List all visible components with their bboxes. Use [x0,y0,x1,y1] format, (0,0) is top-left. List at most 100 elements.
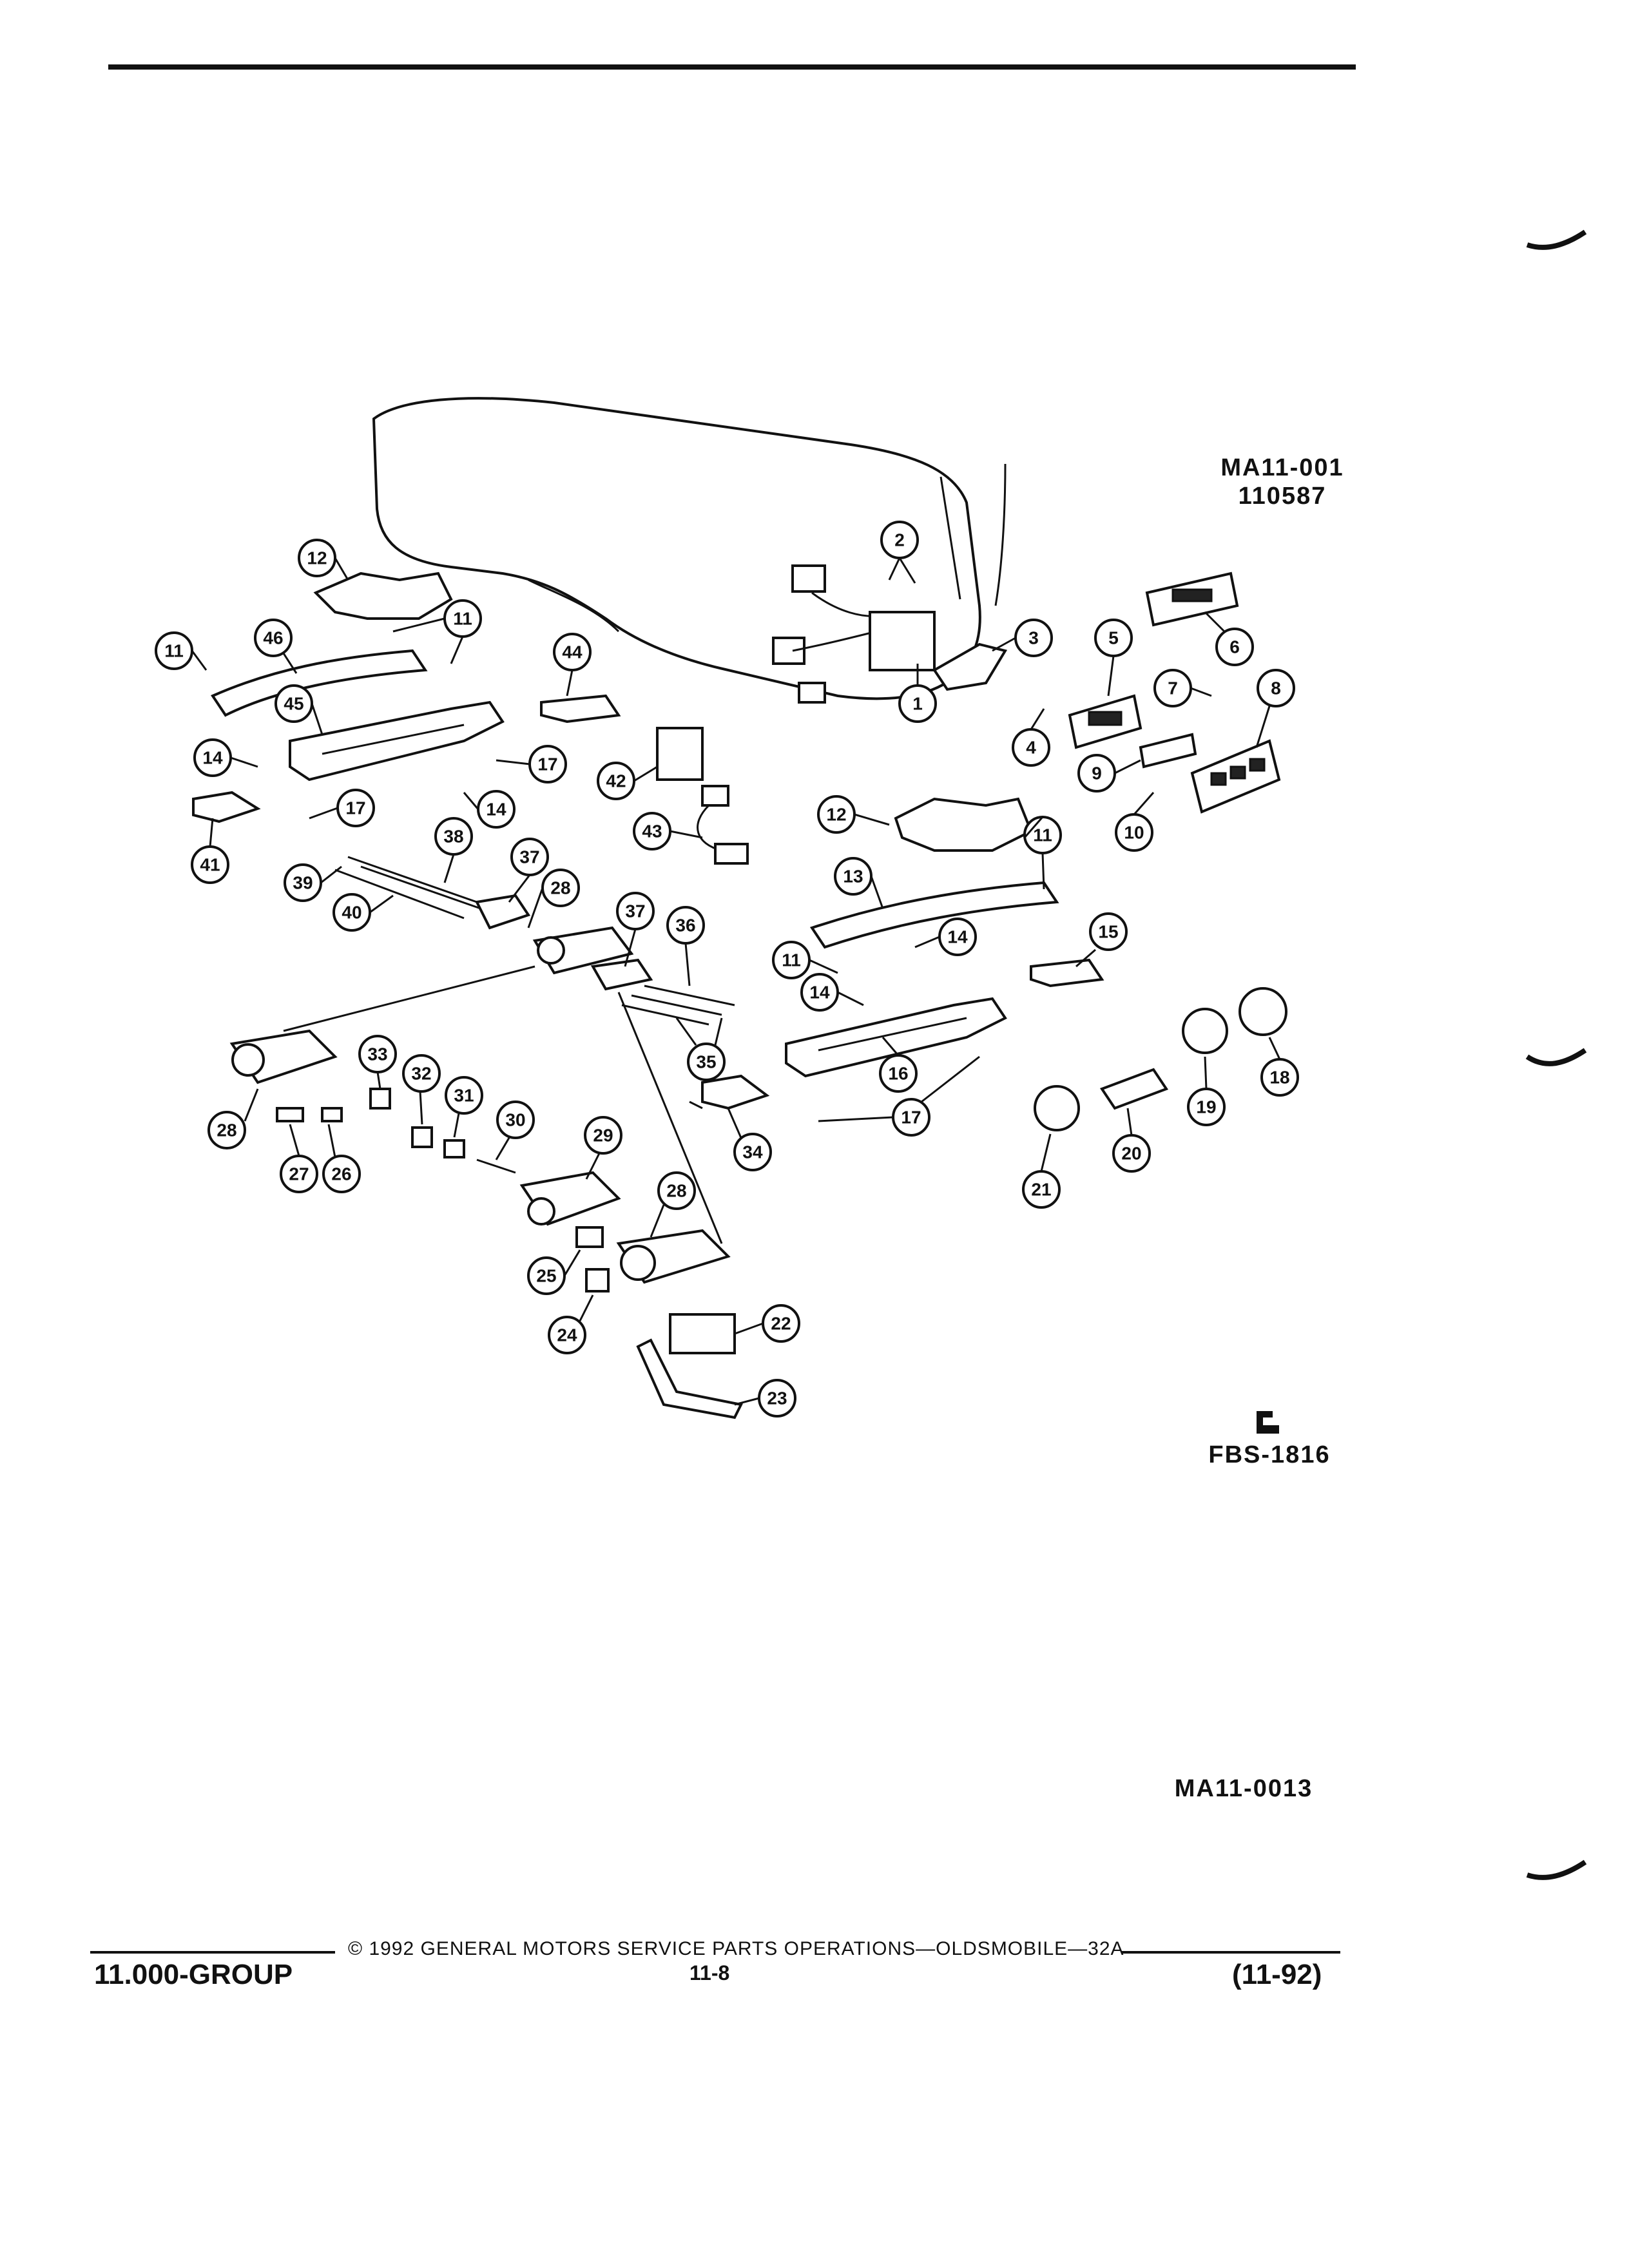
part-46-track-cover [211,649,428,717]
callout-14-d: 14 [800,973,839,1012]
callout-8: 8 [1257,669,1295,707]
callout-14-b: 14 [477,790,516,829]
callout-28-c: 28 [657,1171,696,1210]
header-rule [108,64,1356,70]
callout-6: 6 [1215,628,1254,666]
svg-text:10: 10 [1124,823,1144,843]
svg-text:11: 11 [453,609,472,629]
part-12-cover-left [313,572,453,620]
callout-45: 45 [275,684,313,723]
svg-text:6: 6 [1229,637,1240,657]
svg-text:14: 14 [202,748,223,768]
callout-9: 9 [1077,754,1116,793]
figure-date: 110587 [1238,483,1327,510]
part-13-track-cover [809,881,1059,949]
callout-40: 40 [333,893,371,932]
callout-25: 25 [527,1256,566,1295]
svg-text:34: 34 [742,1142,763,1162]
cable-35-36 [621,985,735,1026]
callout-4: 4 [1012,728,1050,767]
callout-46: 46 [254,619,293,657]
svg-text:45: 45 [284,694,304,714]
source-mark-glyph [1257,1411,1279,1434]
callout-5: 5 [1094,619,1133,657]
part-29-bracket [519,1171,621,1226]
svg-text:37: 37 [625,901,645,921]
figure-code: MA11-0013 [1174,1775,1313,1802]
callout-32: 32 [402,1054,441,1093]
callout-11-c: 11 [1023,816,1062,854]
svg-text:24: 24 [557,1325,577,1345]
part-41-bracket [192,791,261,823]
svg-text:17: 17 [345,798,365,818]
callout-37-a: 37 [510,838,549,876]
part-19-motor [1182,1008,1228,1054]
part-28-motor-upper [532,926,634,975]
svg-text:27: 27 [289,1164,309,1184]
callout-2: 2 [880,521,919,559]
svg-text:37: 37 [519,847,539,867]
svg-text:29: 29 [593,1126,613,1146]
part-28-motor-left [229,1029,338,1084]
part-5-switch [1068,694,1142,749]
callout-31: 31 [445,1076,483,1115]
part-3-bezel [932,642,1008,691]
assembly-leaders [283,965,723,1244]
svg-text:28: 28 [217,1120,236,1140]
callout-1: 1 [898,684,937,723]
seat-harness [772,564,936,704]
svg-text:35: 35 [696,1052,716,1072]
svg-text:9: 9 [1092,764,1102,783]
callout-20: 20 [1112,1134,1151,1173]
svg-text:28: 28 [550,878,570,898]
part-15-bracket [1030,958,1104,988]
svg-text:39: 39 [293,873,313,893]
callouts: 1 2 3 4 5 6 7 8 9 10 11 11 11 11 12 12 1… [155,521,1299,1418]
footer-page-number: 11-8 [689,1961,730,1984]
part-16-track [785,997,1007,1078]
callout-38: 38 [434,817,473,856]
svg-text:44: 44 [562,642,583,662]
callout-39: 39 [284,863,322,902]
callout-3: 3 [1014,619,1053,657]
callout-37-b: 37 [616,892,655,930]
callout-21: 21 [1022,1170,1061,1209]
callout-33: 33 [358,1035,397,1073]
footer-group: 11.000-GROUP [94,1959,293,1990]
callout-leaders [191,557,1281,1406]
svg-text:11: 11 [1033,825,1052,845]
svg-text:14: 14 [486,800,506,820]
callout-11-b: 11 [443,599,482,638]
callout-13: 13 [834,857,872,896]
callout-28-b: 28 [207,1111,246,1149]
part-23-bracket [636,1338,743,1419]
svg-text:30: 30 [505,1110,525,1130]
part-37-bracket-right [590,958,653,991]
small-parts-26-33 [276,1088,516,1174]
callout-28-a: 28 [541,869,580,907]
footer-revision: (11-92) [1232,1959,1322,1990]
figure-id: MA11-001 [1220,454,1344,481]
svg-text:36: 36 [675,916,695,936]
svg-text:22: 22 [771,1314,791,1334]
svg-text:13: 13 [843,867,863,887]
part-42-motor-relay [656,727,704,781]
svg-text:26: 26 [331,1164,351,1184]
svg-text:21: 21 [1031,1180,1051,1200]
svg-text:18: 18 [1269,1068,1289,1088]
callout-22: 22 [762,1304,800,1343]
callout-34: 34 [733,1133,772,1171]
part-37-bracket-left [475,894,531,930]
part-21-motor [1034,1085,1080,1131]
callout-35: 35 [687,1043,726,1081]
svg-text:41: 41 [200,855,220,875]
svg-text:5: 5 [1108,628,1119,648]
callout-14-a: 14 [193,738,232,777]
part-18-motor [1239,987,1287,1036]
svg-text:14: 14 [947,927,968,947]
callout-17-b: 17 [336,789,375,827]
cable-38-40 [334,856,490,919]
svg-text:2: 2 [894,530,905,550]
svg-text:1: 1 [912,694,923,714]
